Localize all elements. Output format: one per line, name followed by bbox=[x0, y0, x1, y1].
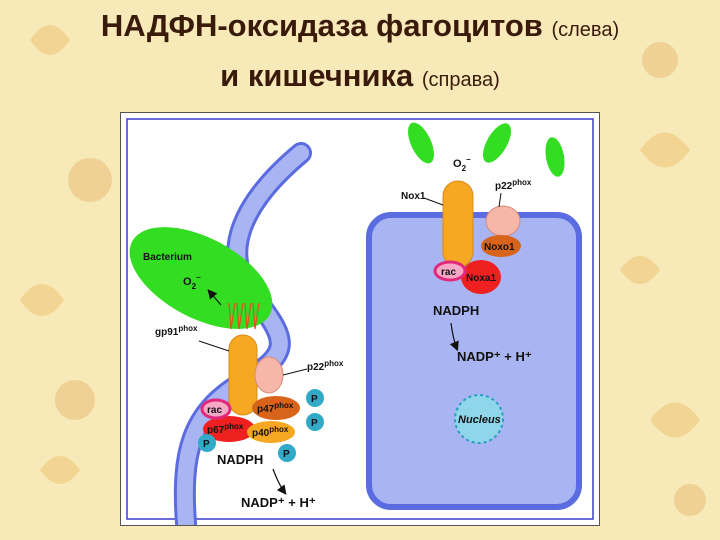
phosphate-group: P bbox=[306, 413, 324, 431]
gp91-label: gp91phox bbox=[155, 324, 198, 338]
nucleus bbox=[454, 394, 504, 444]
phosphate-group: P bbox=[198, 434, 216, 452]
nadph-label: NADPH bbox=[433, 303, 479, 318]
svg-text:P: P bbox=[203, 439, 210, 450]
p67-label: p67phox bbox=[207, 422, 244, 436]
phosphate-group: P bbox=[278, 444, 296, 462]
reaction-arrow bbox=[272, 468, 287, 495]
nadph-label: NADPH bbox=[217, 452, 263, 467]
phagocyte-membrane bbox=[176, 145, 309, 525]
reaction-arrow bbox=[449, 322, 459, 352]
leader-line bbox=[282, 368, 308, 376]
svg-text:P: P bbox=[283, 449, 290, 460]
title-note: (справа) bbox=[421, 69, 500, 91]
title-main: НАДФН-оксидаза фагоцитов bbox=[100, 8, 543, 43]
p22-protein bbox=[485, 205, 521, 237]
p67-protein bbox=[203, 416, 255, 442]
noxa1-label: Noxa1 bbox=[466, 273, 496, 284]
p40-protein bbox=[247, 421, 295, 443]
rac-protein bbox=[433, 260, 467, 282]
leader-line bbox=[198, 340, 230, 352]
superoxide-label: O2− bbox=[453, 155, 471, 173]
title-note: (слева) bbox=[551, 19, 620, 41]
noxa1-protein bbox=[461, 260, 501, 294]
leaf-shape bbox=[620, 256, 660, 284]
p22-protein bbox=[254, 356, 284, 394]
p47-label: p47phox bbox=[257, 401, 294, 415]
p22-label: p22phox bbox=[495, 178, 532, 192]
gp91-protein bbox=[228, 334, 258, 416]
inner-border bbox=[126, 118, 594, 520]
svg-text:P: P bbox=[311, 394, 318, 405]
heme-groups bbox=[228, 302, 260, 330]
leaf-shape bbox=[40, 456, 80, 484]
p40-label: p40phox bbox=[252, 425, 289, 439]
leaf-shape bbox=[30, 25, 70, 55]
p47-protein bbox=[252, 396, 300, 420]
bacterium-label: Bacterium bbox=[143, 252, 192, 263]
nucleus-label: Nucleus bbox=[458, 414, 501, 426]
nox1-protein bbox=[442, 180, 474, 268]
noxo1-protein bbox=[481, 235, 521, 257]
superoxide-blob bbox=[545, 137, 565, 177]
nadph-oxidase-diagram: O2− Nox1 p22phox Noxo1 Noxa1 rac NADPH N… bbox=[126, 118, 594, 525]
superoxide-label: O2− bbox=[183, 273, 201, 291]
nox1-label: Nox1 bbox=[401, 191, 426, 202]
rac-label: rac bbox=[207, 405, 222, 416]
rac-label: rac bbox=[441, 267, 456, 278]
rac-protein bbox=[200, 398, 232, 420]
superoxide-blob bbox=[408, 122, 434, 164]
leaf-shape bbox=[650, 402, 700, 438]
svg-text:P: P bbox=[311, 418, 318, 429]
leader-line bbox=[498, 192, 502, 208]
leaf-shape bbox=[20, 284, 64, 316]
products-label: NADP⁺ + H⁺ bbox=[241, 495, 316, 510]
superoxide-blob bbox=[483, 123, 511, 163]
intestinal-cell bbox=[366, 212, 582, 510]
leader-line bbox=[423, 197, 444, 206]
diagram-figure: O2− Nox1 p22phox Noxo1 Noxa1 rac NADPH N… bbox=[120, 112, 600, 526]
leaf-shape bbox=[640, 132, 690, 168]
page-subtitle: и кишечника (справа) bbox=[0, 58, 720, 94]
noxo1-label: Noxo1 bbox=[484, 242, 515, 253]
title-main: и кишечника bbox=[220, 58, 414, 93]
superoxide-arrow bbox=[207, 289, 222, 306]
products-label: NADP⁺ + H⁺ bbox=[457, 349, 532, 364]
p22-label: p22phox bbox=[307, 359, 344, 373]
page-title: НАДФН-оксидаза фагоцитов (слева) bbox=[0, 8, 720, 44]
phosphate-group: P bbox=[306, 389, 324, 407]
